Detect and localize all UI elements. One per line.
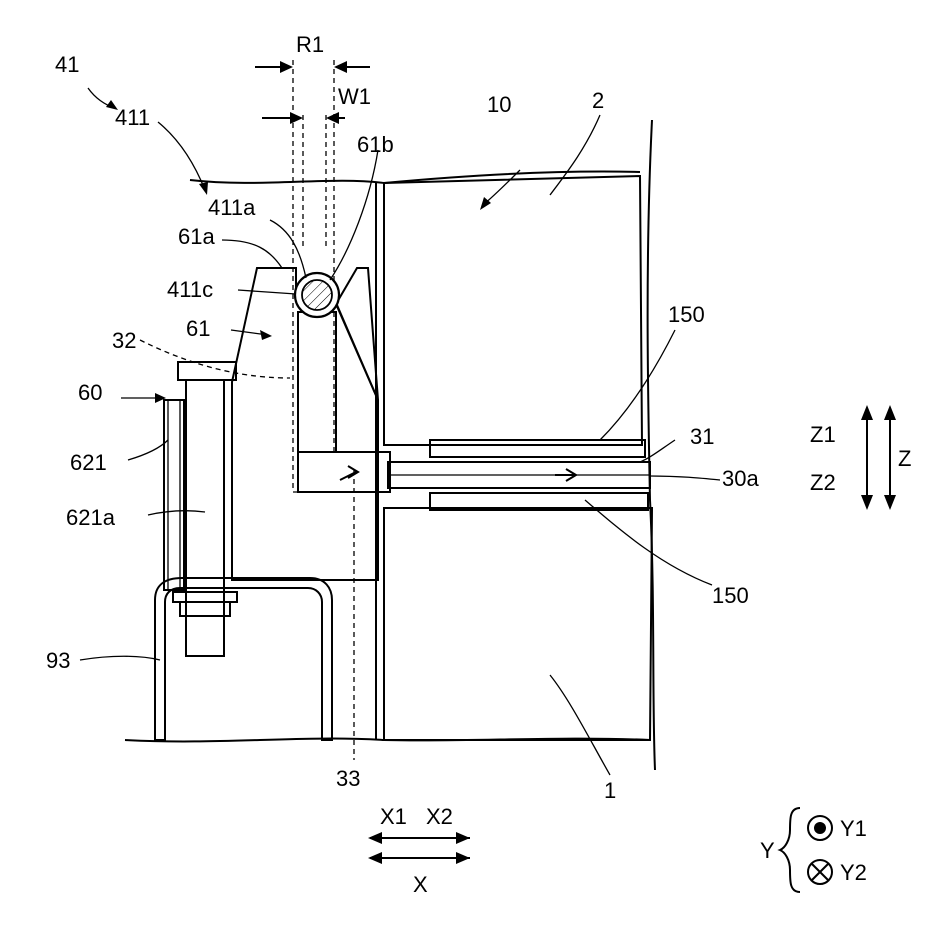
axis-label-y1: Y1 — [840, 816, 867, 841]
block-61 — [232, 268, 378, 580]
label-41: 41 — [55, 52, 79, 77]
axis-label-x2: X2 — [426, 804, 453, 829]
label-61: 61 — [186, 316, 210, 341]
core-2 — [384, 176, 642, 445]
label-93: 93 — [46, 648, 70, 673]
leader-lines — [80, 88, 720, 775]
label-150-bottom: 150 — [712, 583, 749, 608]
label-33: 33 — [336, 766, 360, 791]
dimension-r1 — [255, 61, 370, 73]
label-61b: 61b — [357, 132, 394, 157]
bolt-60 — [164, 362, 237, 656]
label-r1: R1 — [296, 32, 324, 57]
axis-label-y: Y — [760, 838, 775, 863]
core-1 — [384, 508, 652, 740]
label-1: 1 — [604, 778, 616, 803]
insulating-layer-150-top — [430, 440, 645, 457]
label-411: 411 — [115, 105, 150, 130]
label-621a: 621a — [66, 505, 116, 530]
label-10: 10 — [487, 92, 511, 117]
label-32: 32 — [112, 328, 136, 353]
axis-z-indicator — [861, 405, 896, 510]
flow-arrow-right — [555, 469, 576, 481]
axis-label-x: X — [413, 872, 428, 897]
label-w1: W1 — [338, 84, 371, 109]
label-150-top: 150 — [668, 302, 705, 327]
axis-label-z1: Z1 — [810, 422, 836, 447]
axis-y-indicator — [780, 808, 832, 892]
label-30a: 30a — [722, 466, 759, 491]
axis-label-x1: X1 — [380, 804, 407, 829]
axis-label-y2: Y2 — [840, 860, 867, 885]
axis-x-indicator — [368, 832, 470, 864]
axis-label-z2: Z2 — [810, 470, 836, 495]
label-60: 60 — [78, 380, 102, 405]
label-2: 2 — [592, 88, 604, 113]
label-411c: 411c — [167, 277, 213, 302]
label-61a: 61a — [178, 224, 215, 249]
flow-arrow-pipe — [340, 466, 358, 480]
label-621: 621 — [70, 450, 107, 475]
label-411a: 411a — [208, 195, 256, 220]
axis-label-z: Z — [898, 446, 911, 471]
label-31: 31 — [690, 424, 714, 449]
